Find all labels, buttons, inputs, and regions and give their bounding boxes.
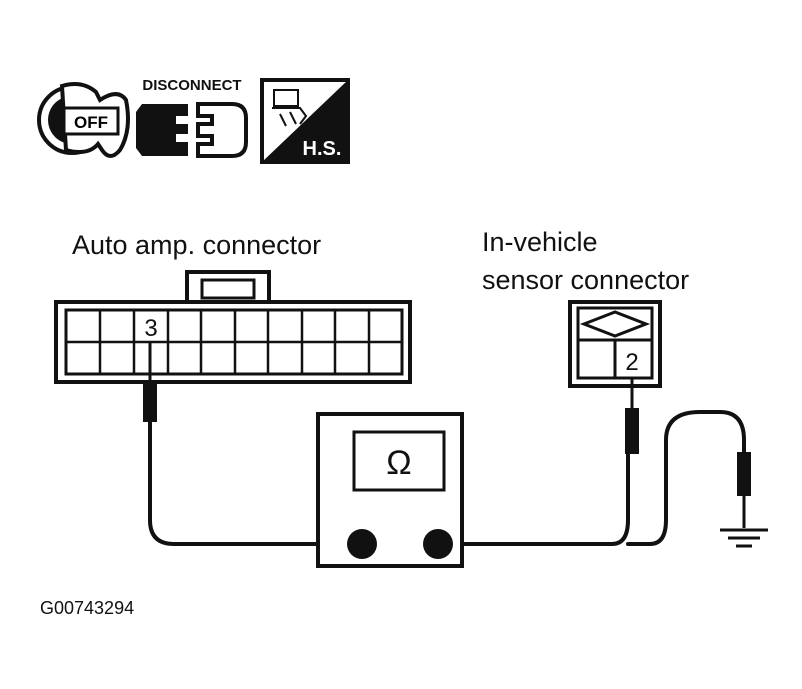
probe-right <box>625 378 639 454</box>
sensor-connector-title-line2: sensor connector <box>482 265 689 295</box>
figure-id: G00743294 <box>40 598 134 618</box>
test-leads <box>148 410 746 546</box>
in-vehicle-sensor-connector: 2 <box>568 300 662 388</box>
auto-amp-connector: 3 <box>54 270 412 384</box>
auto-amp-pin-label: 3 <box>144 315 157 342</box>
sensor-pin-label: 2 <box>625 349 638 376</box>
auto-amp-connector-title: Auto amp. connector <box>72 230 321 260</box>
disconnect-icon: DISCONNECT <box>136 77 248 158</box>
probe-left <box>143 342 157 422</box>
ignition-off-label: OFF <box>74 113 108 132</box>
ground-probe <box>737 452 751 528</box>
sensor-connector-title-line1: In-vehicle <box>482 227 598 257</box>
ground-icon <box>720 528 768 548</box>
meter-terminal-left <box>347 529 377 559</box>
ignition-off-icon: OFF <box>37 82 130 158</box>
ohmmeter: Ω <box>316 412 464 568</box>
disconnect-label: DISCONNECT <box>142 77 241 94</box>
ohm-symbol: Ω <box>386 444 411 482</box>
meter-terminal-right <box>423 529 453 559</box>
hs-label: H.S. <box>303 138 342 160</box>
hs-icon: H.S. <box>260 78 350 164</box>
